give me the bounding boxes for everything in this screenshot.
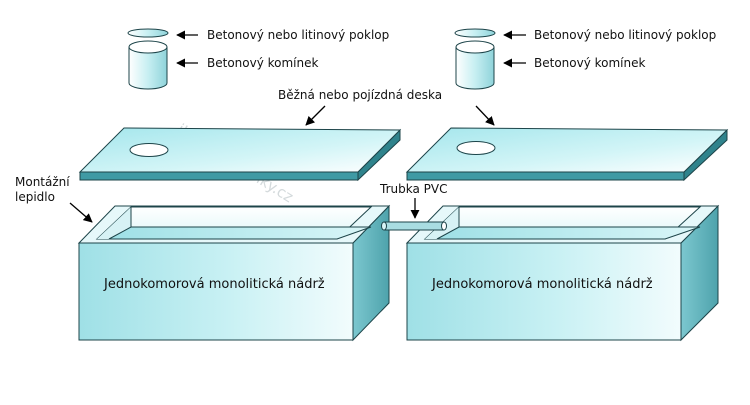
pipe-label: Trubka PVC (379, 182, 447, 196)
slab-arrow-left (305, 105, 326, 126)
lid-right (454, 28, 496, 38)
slab-opening-left (129, 143, 169, 157)
pvc-pipe (381, 221, 447, 231)
tank-label-right: Jednokomorová monolitická nádrž (431, 277, 653, 292)
slab-right (405, 127, 729, 182)
shaft-label-left: Betonový komínek (207, 56, 319, 70)
slab-opening-right (456, 141, 496, 155)
adhesive-arrow (69, 202, 93, 223)
tank-left: Jednokomorová monolitická nádrž (77, 204, 391, 342)
shaft-label-right: Betonový komínek (534, 56, 646, 70)
slab-left (78, 127, 402, 182)
lid-label-right: Betonový nebo litinový poklop (534, 28, 716, 42)
lid-label-left: Betonový nebo litinový poklop (207, 28, 389, 42)
tank-right: Jednokomorová monolitická nádrž (405, 204, 720, 342)
adhesive-label-line1: Montážní (15, 175, 70, 189)
lid-left (127, 28, 169, 38)
tank-label-left: Jednokomorová monolitická nádrž (103, 277, 325, 292)
adhesive-label-line2: lepidlo (15, 190, 55, 204)
slab-label: Běžná nebo pojízdná deska (278, 88, 442, 102)
slab-arrow-right (475, 105, 495, 126)
shaft-left (128, 40, 168, 90)
shaft-right (455, 40, 495, 90)
